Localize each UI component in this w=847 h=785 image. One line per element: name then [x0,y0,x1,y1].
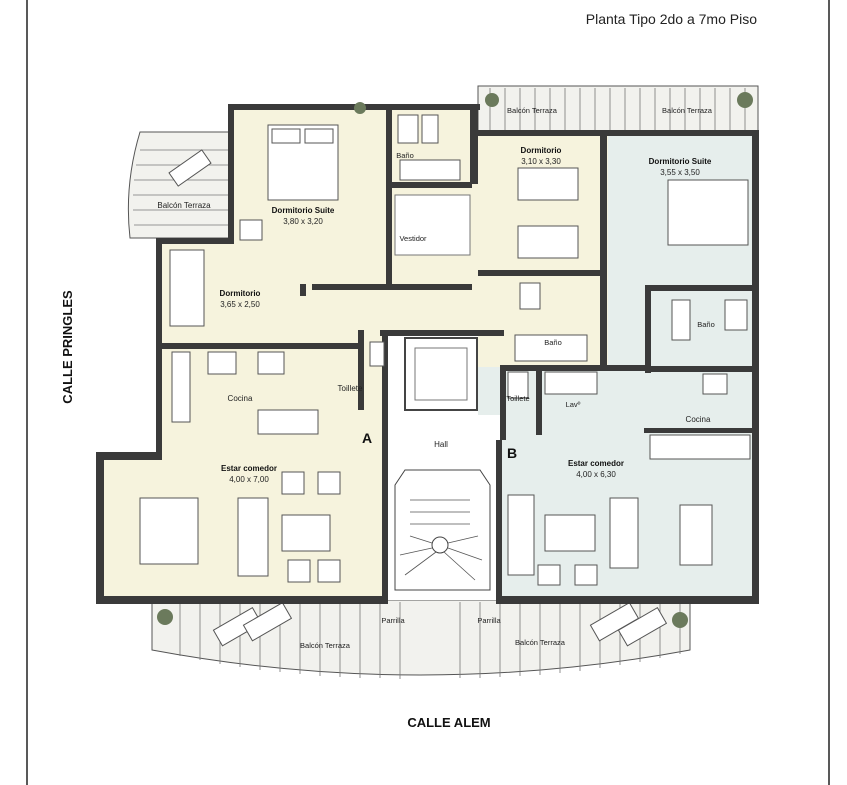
toilet [724,299,748,331]
street-label-left: CALLE PRINGLES [60,290,75,404]
room-name: Parrilla [477,616,501,625]
room-dims: 3,10 x 3,30 [521,157,561,166]
plant-icon [157,609,173,625]
room-dims: 3,65 x 2,50 [220,300,260,309]
room-name: Vestidor [399,234,427,243]
plan-subtitle: Planta Tipo 2do a 7mo Piso [586,11,757,27]
armchair [574,564,598,586]
bathtub [514,334,588,362]
bed-dorm-b [517,225,579,259]
room-dims: 3,80 x 3,20 [283,217,323,226]
island [257,409,319,435]
bed-dorm-b [517,167,579,201]
sofa-b [609,497,639,569]
plant-icon [672,612,688,628]
room-name: Baño [396,151,414,160]
room-dims: 4,00 x 7,00 [229,475,269,484]
stove [207,351,237,375]
elevator-cab [414,347,468,401]
room-name: Balcón Terraza [662,106,713,115]
pillow [271,128,301,144]
room-name: Balcón Terraza [515,638,566,647]
room-dims: 4,00 x 6,30 [576,470,616,479]
plant-icon [485,93,499,107]
balcony-ne [477,85,759,133]
coffee-table-a [281,514,331,552]
unit-marker-b: B [507,445,517,461]
armchair [287,559,311,583]
fridge [257,351,285,375]
room-name: Toillete [338,384,363,393]
vestidor-shelves [394,194,471,256]
laundry-sink [544,371,598,395]
vanity [671,299,691,341]
lounger [242,602,293,642]
toilet [507,371,529,399]
counter [649,434,751,460]
sofa-a [237,497,269,577]
walls [96,104,759,604]
lounger [168,149,212,187]
room-name: Estar comedor [221,464,277,473]
pillow [304,128,334,144]
lounger [617,607,668,647]
dining-table-a [139,497,199,565]
sofa-b [507,494,535,576]
coffee-table-b [544,514,596,552]
stove [702,373,728,395]
bed-suite-b [667,179,749,246]
armchair [317,559,341,583]
armchair [239,219,263,241]
armchair [537,564,561,586]
room-name: Dormitorio Suite [272,206,335,215]
street-label-bottom: CALLE ALEM [407,715,490,730]
room-name: Cocina [686,415,711,424]
bed-dorm-a [169,249,205,327]
room-name: Dormitorio [220,289,261,298]
room-name: Baño [697,320,715,329]
room-name: Balcón Terraza [157,201,211,210]
room-name: Hall [434,440,448,449]
room-name: Parrilla [381,616,405,625]
room-name: Cocina [228,394,253,403]
room-name: Lavº [566,400,581,409]
unit-marker-a: A [362,430,372,446]
plant-icon [354,102,366,114]
toilet [369,341,385,367]
room-name: Balcón Terraza [507,106,558,115]
room-name: Baño [544,338,562,347]
dining-table-b [679,504,713,566]
plant-icon [737,92,753,108]
room-name: Dormitorio Suite [649,157,712,166]
stair-newel [431,536,449,554]
counter [171,351,191,423]
room-name: Dormitorio [521,146,562,155]
room-name: Toillete [506,394,529,403]
bidet [421,114,439,144]
elevator-shaft [404,337,478,411]
toilet [519,282,541,310]
stair-treads [399,499,483,581]
shower [399,159,461,181]
room-name: Estar comedor [568,459,624,468]
armchair [317,471,341,495]
toilet [397,114,419,144]
armchair [281,471,305,495]
room-name: Balcón Terraza [300,641,351,650]
lounger [212,607,263,647]
room-dims: 3,55 x 3,50 [660,168,700,177]
